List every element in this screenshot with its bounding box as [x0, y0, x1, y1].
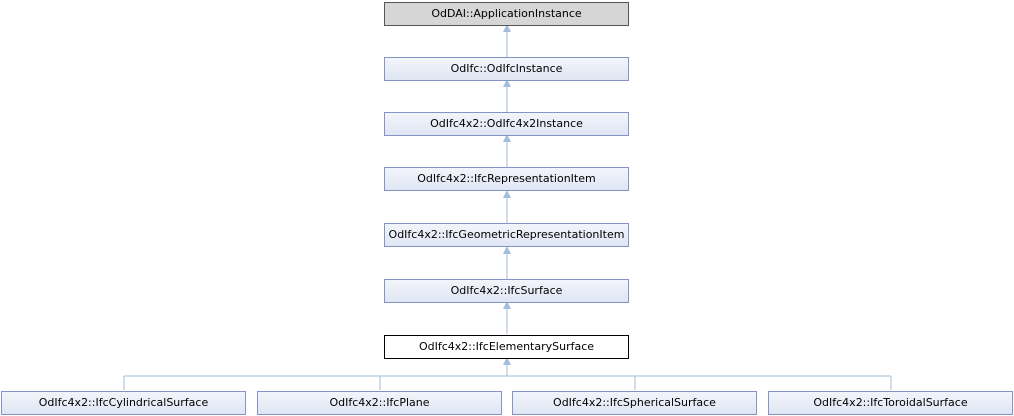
node-odifc4x2-instance[interactable]: OdIfc4x2::OdIfc4x2Instance	[384, 112, 629, 136]
node-application-instance: OdDAI::ApplicationInstance	[384, 2, 629, 26]
node-odifc-instance[interactable]: OdIfc::OdIfcInstance	[384, 57, 629, 81]
node-representation-item[interactable]: OdIfc4x2::IfcRepresentationItem	[384, 167, 629, 191]
node-elementary-surface: OdIfc4x2::IfcElementarySurface	[384, 335, 629, 359]
node-spherical-surface[interactable]: OdIfc4x2::IfcSphericalSurface	[512, 391, 757, 415]
node-surface[interactable]: OdIfc4x2::IfcSurface	[384, 279, 629, 303]
node-cylindrical-surface[interactable]: OdIfc4x2::IfcCylindricalSurface	[1, 391, 246, 415]
node-toroidal-surface[interactable]: OdIfc4x2::IfcToroidalSurface	[768, 391, 1013, 415]
node-plane[interactable]: OdIfc4x2::IfcPlane	[257, 391, 502, 415]
node-geometric-representation-item[interactable]: OdIfc4x2::IfcGeometricRepresentationItem	[384, 223, 629, 247]
